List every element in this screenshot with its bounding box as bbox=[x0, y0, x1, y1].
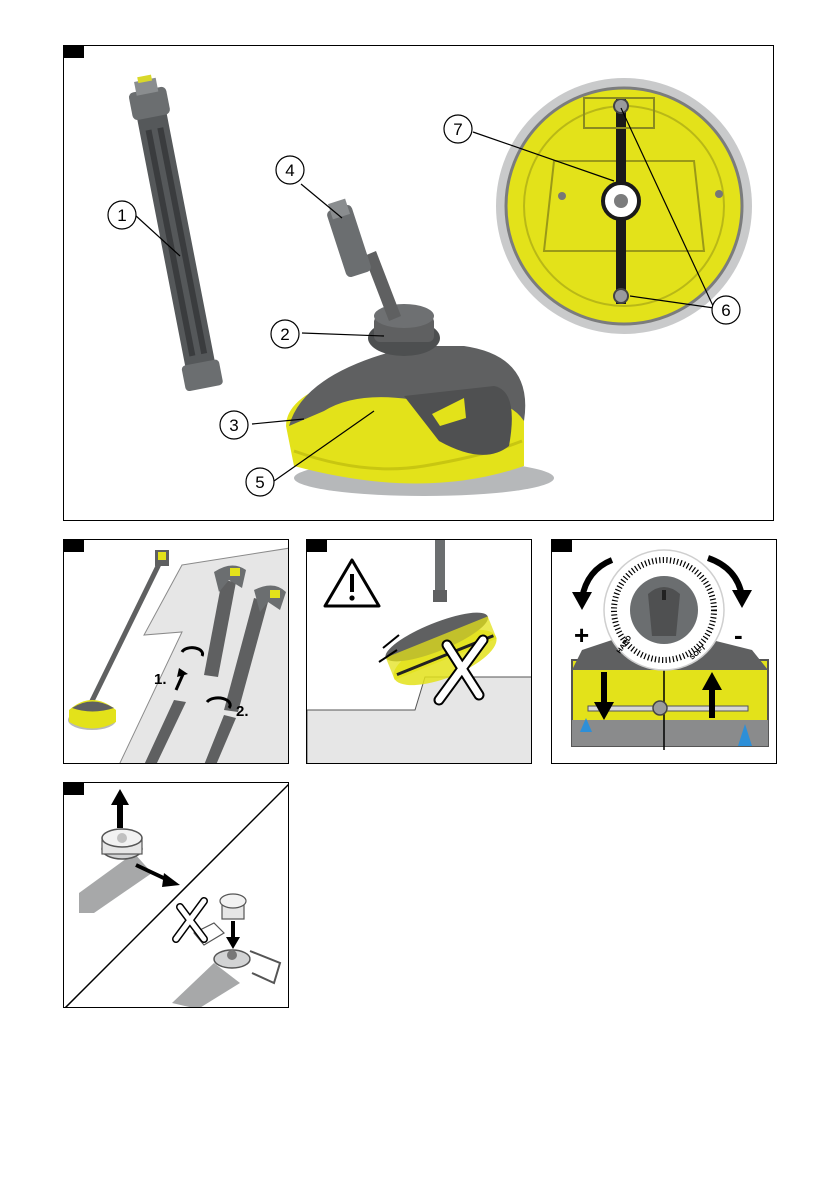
extension-lance bbox=[125, 72, 223, 391]
step-2-label: 2. bbox=[236, 703, 249, 720]
arrow-right-icon bbox=[162, 873, 180, 887]
svg-text:5: 5 bbox=[255, 473, 264, 492]
overview-illustration: 1 4 2 3 5 7 6 bbox=[64, 46, 774, 521]
callout-7: 7 bbox=[444, 115, 472, 143]
minus-sign: - bbox=[734, 620, 743, 650]
svg-text:2: 2 bbox=[280, 325, 289, 344]
pressure-dial: HARD SOFT bbox=[604, 550, 724, 670]
warning-illustration bbox=[307, 540, 532, 764]
nozzle-insert bbox=[220, 894, 246, 919]
figure-warning bbox=[306, 539, 532, 764]
figure-overview: 1 4 2 3 5 7 6 bbox=[63, 45, 774, 521]
pressure-illustration: HARD SOFT + - bbox=[552, 540, 777, 764]
figure-assembly: 1. 2. bbox=[63, 539, 289, 764]
callout-2: 2 bbox=[271, 320, 299, 348]
svg-text:3: 3 bbox=[229, 416, 238, 435]
figure-pressure: HARD SOFT + - bbox=[551, 539, 777, 764]
cross-icon bbox=[176, 901, 204, 939]
callout-3: 3 bbox=[220, 411, 248, 439]
callout-4: 4 bbox=[276, 156, 304, 184]
svg-text:1: 1 bbox=[117, 206, 126, 225]
assembly-illustration: 1. 2. bbox=[64, 540, 289, 764]
figure-nozzle bbox=[63, 782, 289, 1008]
svg-text:7: 7 bbox=[453, 120, 462, 139]
callout-5: 5 bbox=[246, 468, 274, 496]
callout-1: 1 bbox=[108, 201, 136, 229]
arrow-up-icon bbox=[111, 789, 129, 805]
warning-triangle-icon bbox=[325, 560, 379, 606]
rotate-left-icon bbox=[572, 592, 592, 610]
nozzle-illustration bbox=[64, 783, 289, 1008]
nozzle-lower bbox=[172, 894, 280, 1008]
rotate-right-icon bbox=[732, 590, 752, 608]
tilted-cleaner bbox=[379, 540, 503, 697]
svg-text:4: 4 bbox=[285, 161, 294, 180]
callout-6: 6 bbox=[712, 296, 740, 324]
plus-sign: + bbox=[574, 620, 589, 650]
arrow-down-icon bbox=[226, 937, 240, 949]
nozzle-upper bbox=[79, 789, 180, 913]
underside-view bbox=[496, 78, 752, 334]
step-1-label: 1. bbox=[154, 671, 167, 688]
svg-text:6: 6 bbox=[721, 301, 730, 320]
